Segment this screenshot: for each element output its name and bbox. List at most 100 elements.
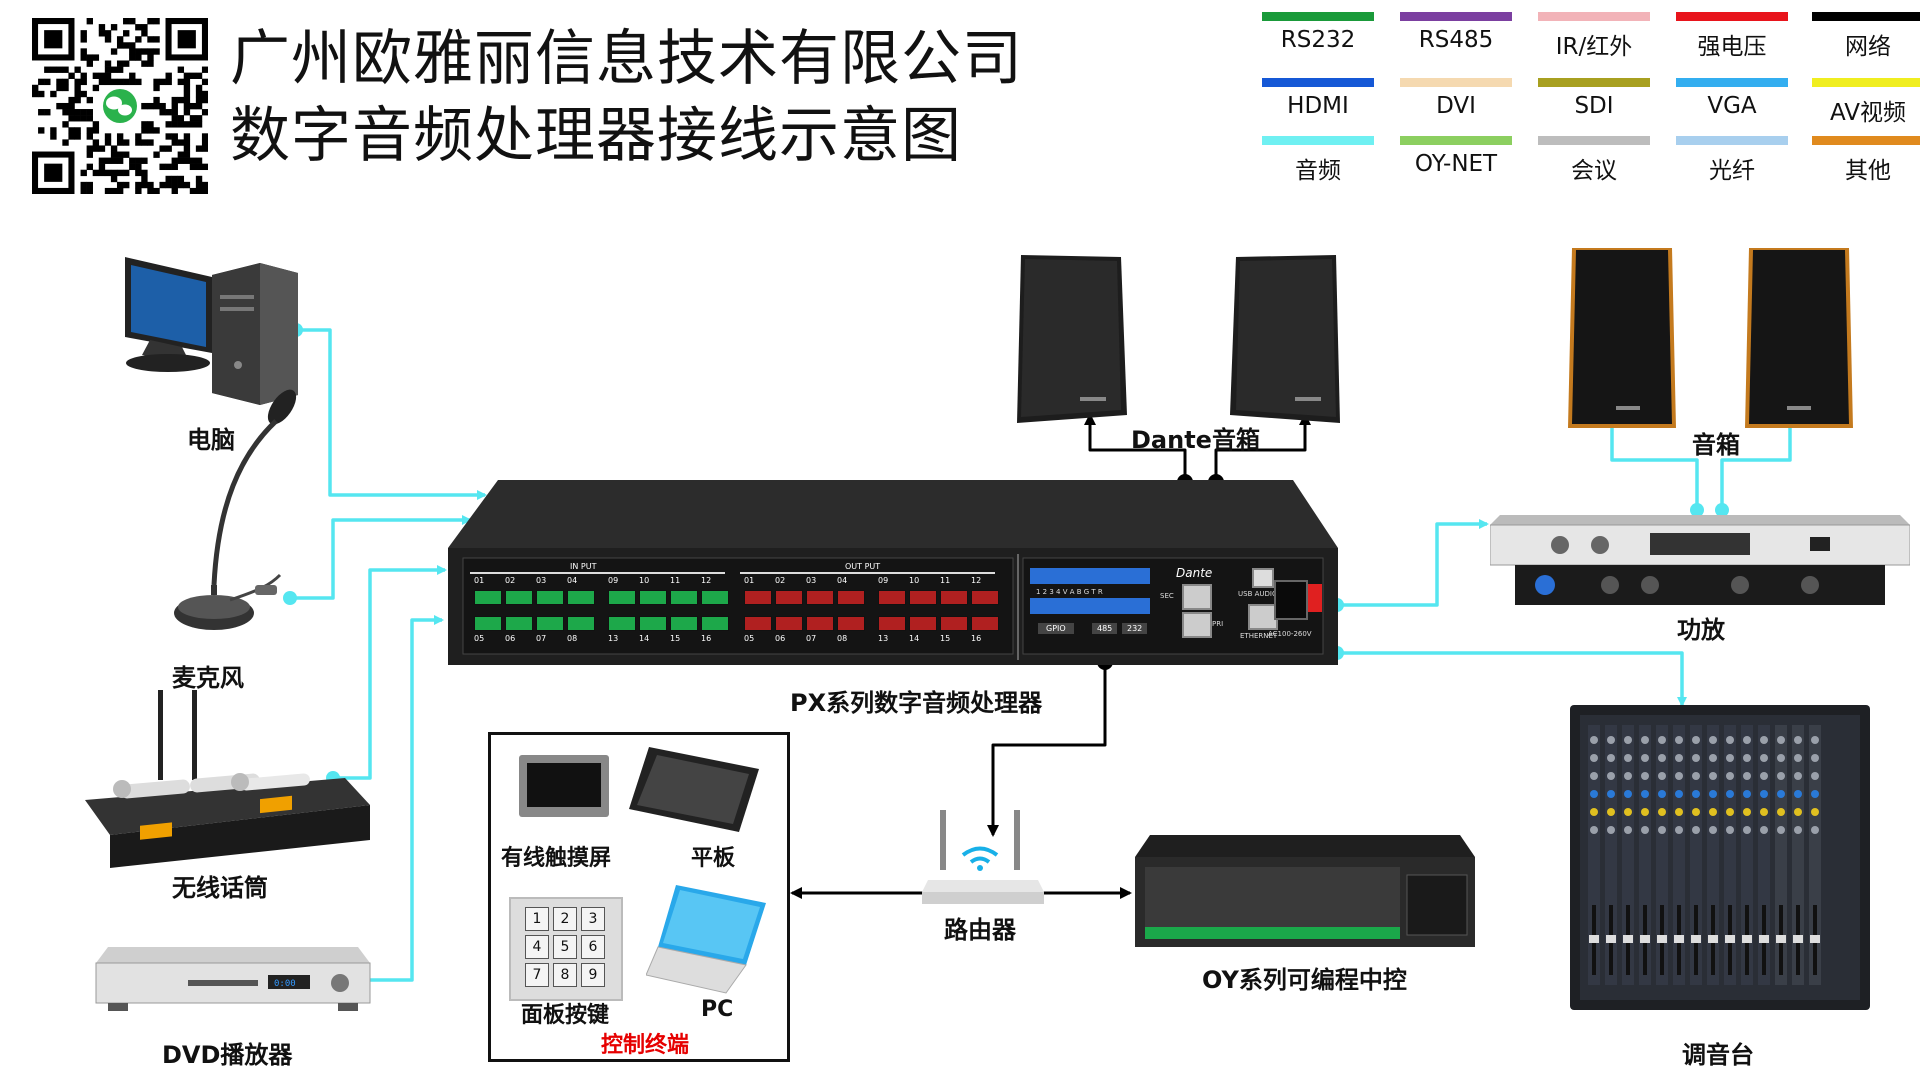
wire-dante-left: [1084, 413, 1187, 480]
keypad-key: 2: [553, 907, 577, 931]
input-ports-bottom: [474, 616, 729, 632]
channel-number: 08: [567, 634, 578, 643]
channel-number: 16: [701, 634, 712, 643]
speakers-label: 音箱: [1692, 431, 1740, 459]
dante-speaker-right-icon: [1230, 255, 1340, 423]
legend-item: OY-NET: [1400, 136, 1512, 177]
terminal-port: [701, 616, 729, 631]
channel-number: 04: [837, 576, 848, 585]
terminal-port: [909, 616, 937, 631]
keypad-key: 7: [525, 963, 549, 987]
legend-item: DVI: [1400, 78, 1512, 119]
channel-number: 09: [608, 576, 619, 585]
channel-number: 13: [608, 634, 619, 643]
legend-item: HDMI: [1262, 78, 1374, 119]
laptop-icon: [646, 885, 766, 994]
legend-item: 强电压: [1676, 12, 1788, 61]
legend-item: 光纤: [1676, 136, 1788, 185]
processor-label: PX系列数字音频处理器: [790, 689, 1043, 717]
sec-port: [1182, 584, 1212, 610]
output-header: OUT PUT: [845, 562, 881, 571]
channel-number: 08: [837, 634, 848, 643]
legend-label: AV视频: [1830, 100, 1906, 126]
router-icon: [922, 810, 1044, 904]
wire-wireless-mic: [333, 565, 447, 780]
company-name: 广州欧雅丽信息技术有限公司: [230, 24, 1023, 94]
terminal-port: [639, 616, 667, 631]
terminal-port: [567, 616, 595, 631]
channel-number: 03: [806, 576, 817, 585]
computer-label: 电脑: [187, 426, 235, 454]
microphone-icon: [174, 389, 297, 630]
legend-swatch: [1400, 78, 1512, 87]
terminal-port: [744, 616, 772, 631]
terminal-port: [775, 616, 803, 631]
channel-number: 12: [701, 576, 712, 585]
wire-router: [987, 662, 1107, 837]
legend-item: 网络: [1812, 12, 1920, 61]
wire-speaker-right: [1720, 416, 1795, 508]
terminal-port: [474, 590, 502, 605]
input-header: IN PUT: [570, 562, 597, 571]
dvd-label: DVD播放器: [162, 1041, 293, 1069]
channel-number: 04: [567, 576, 578, 585]
mixer-label: 调音台: [1682, 1041, 1754, 1069]
pri-label: PRI: [1212, 620, 1224, 628]
legend-label: VGA: [1707, 93, 1757, 119]
legend-swatch: [1262, 78, 1374, 87]
usb-port: [1252, 568, 1274, 588]
channel-number: 15: [940, 634, 951, 643]
legend-swatch: [1262, 136, 1374, 145]
terminal-port: [608, 590, 636, 605]
legend-label: 其他: [1845, 158, 1891, 184]
terminal-port: [536, 590, 564, 605]
touchscreen-icon: [519, 755, 609, 817]
channel-number: 01: [474, 576, 485, 585]
ethernet-port: [1248, 604, 1278, 630]
keypad-key: 5: [553, 935, 577, 959]
channel-number: 13: [878, 634, 889, 643]
mixer-icon: [1570, 705, 1870, 1010]
port-485-label: 485: [1092, 623, 1118, 634]
pri-port: [1182, 612, 1212, 638]
legend-item: 音频: [1262, 136, 1374, 185]
legend-label: 音频: [1295, 158, 1341, 184]
keypad-key: 9: [581, 963, 605, 987]
legend-label: 光纤: [1709, 158, 1755, 184]
legend-label: IR/红外: [1555, 34, 1633, 60]
wire-dante-right: [1214, 413, 1311, 480]
dante-block: Dante SEC PRI: [1158, 566, 1228, 644]
ethernet-label: ETHERNET: [1240, 632, 1278, 640]
terminal-port: [940, 590, 968, 605]
output-ports-bottom: [744, 616, 999, 632]
power-block: AC100-260V: [1268, 580, 1332, 644]
terminal-port: [837, 590, 865, 605]
wireless-mic-icon: [85, 690, 370, 868]
keypad-key: 8: [553, 963, 577, 987]
legend-label: HDMI: [1287, 93, 1349, 119]
power-label: AC100-260V: [1268, 630, 1312, 638]
terminal-port: [567, 590, 595, 605]
keypad-key: 3: [581, 907, 605, 931]
legend-swatch: [1812, 12, 1920, 21]
terminal-port: [940, 616, 968, 631]
legend-label: DVI: [1436, 93, 1476, 119]
sec-label: SEC: [1160, 592, 1174, 600]
diagram-title: 数字音频处理器接线示意图: [230, 101, 962, 171]
legend-swatch: [1538, 78, 1650, 87]
channel-number: 16: [971, 634, 982, 643]
terminal-port: [878, 616, 906, 631]
dante-speaker-left-icon: [1017, 255, 1127, 423]
legend-item: VGA: [1676, 78, 1788, 119]
legend-item: IR/红外: [1538, 12, 1650, 61]
channel-number: 09: [878, 576, 889, 585]
channel-number: 06: [505, 634, 516, 643]
terminal-port: [971, 590, 999, 605]
control-terminal-title: 控制终端: [601, 1033, 690, 1058]
tablet-icon: [629, 747, 759, 832]
channel-number: 14: [639, 634, 650, 643]
